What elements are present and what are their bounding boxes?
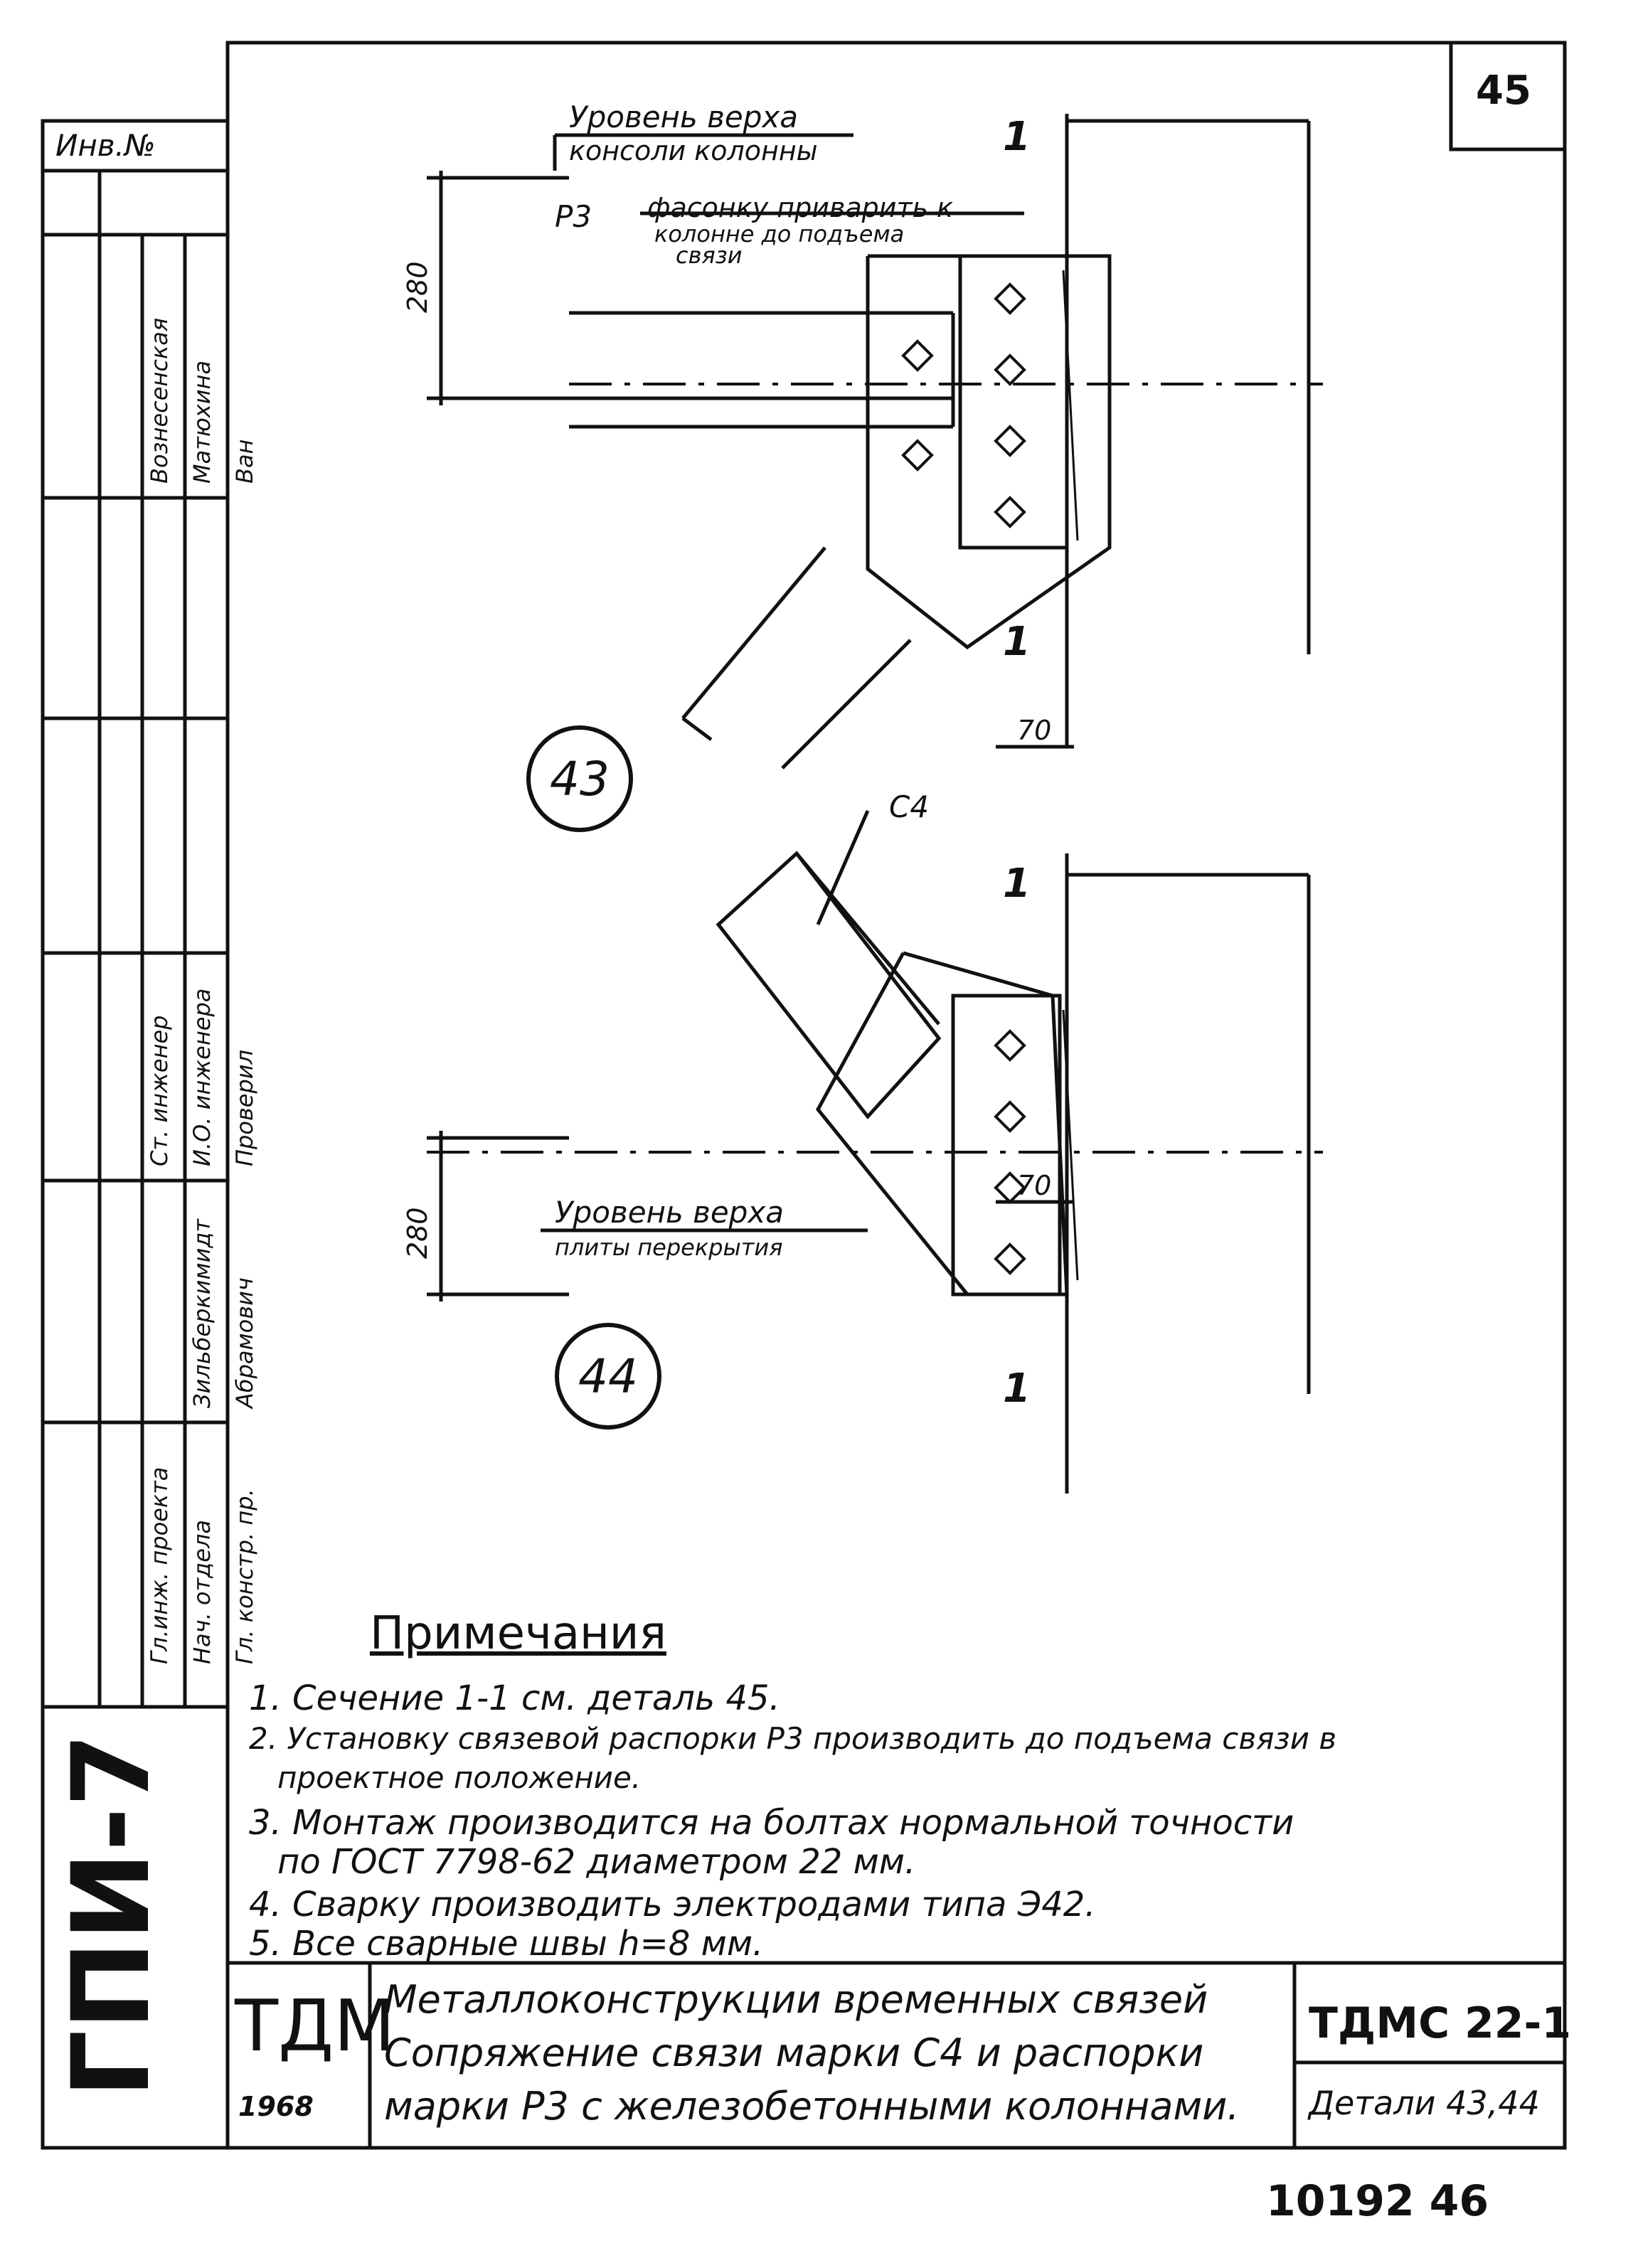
section-mark-3: 1 [1003,861,1031,907]
details-reference: Детали 43,44 [1309,2084,1540,2122]
note-2-continued: проектное положение. [277,1760,642,1795]
note-3: 3. Монтаж производится на болтах нормаль… [249,1803,1294,1843]
archive-number: 10192 46 [1266,2176,1489,2226]
side-stamp-frame [41,119,230,2150]
title-line-1: Металлоконструкции временных связей [384,1977,1208,2022]
title-year: 1968 [238,2091,314,2122]
note-1: 1. Сечение 1-1 см. деталь 45. [249,1678,780,1718]
note-3-continued: по ГОСТ 7798-62 диаметром 22 мм. [277,1842,916,1882]
name-voznesenskaya: Вознесенская [146,317,173,484]
role-chief-designer: Гл. констр. пр. [231,1489,258,1664]
slab-level-label: Уровень верха [555,1195,784,1230]
name-matyukhina: Матюхина [188,360,216,484]
brace-mark-c4: С4 [889,789,930,824]
slab-level-sublabel: плиты перекрытия [555,1234,783,1261]
note-5: 5. Все сварные швы h=8 мм. [249,1924,764,1964]
detail-44-marker: 44 [555,1323,661,1430]
role-department-head: Нач. отдела [188,1519,216,1664]
dimension-280-bottom: 280 [402,1207,433,1259]
dimension-280-top: 280 [402,261,433,313]
name-abramovich: Абрамович [231,1277,258,1408]
detail-43-marker: 43 [526,725,633,832]
section-mark-2: 1 [1003,619,1031,665]
section-mark-4: 1 [1003,1365,1031,1412]
dimension-70-bottom: 70 [1017,1170,1052,1201]
inventory-number-label: Инв.№ [55,128,156,163]
weld-note-line2: колонне до подъема [654,220,905,247]
name-zilberschmidt: Зильберкимидт [188,1218,216,1408]
dimension-70-top: 70 [1017,715,1052,746]
title-line-3: марки Р3 с железобетонными колоннами. [384,2084,1240,2129]
sheet-number: 45 [1476,68,1531,114]
top-level-sublabel: консоли колонны [569,135,818,166]
section-mark-1: 1 [1003,114,1031,160]
note-4: 4. Сварку производить электродами типа Э… [249,1885,1096,1924]
weld-note-line1: фасонку приварить к [647,192,954,223]
sheet-number-box [1449,41,1567,151]
role-checked-by: Проверил [231,1049,258,1166]
role-senior-engineer: Ст. инженер [146,1015,173,1166]
weld-note-line3: связи [676,242,743,269]
stamp-code: ГПИ-7 [50,1732,174,2098]
org-logo: ТДМ [235,1984,395,2067]
notes-title: Примечания [370,1607,666,1660]
role-chief-engineer: Гл.инж. проекта [146,1466,173,1664]
name-van: Ван [231,439,258,484]
role-acting-engineer: И.О. инженера [188,988,216,1166]
strut-mark-p3: Р3 [555,199,592,234]
top-level-label: Уровень верха [569,100,798,134]
title-line-2: Сопряжение связи марки С4 и распорки [384,2030,1204,2075]
document-code: ТДМС 22-1 [1309,1998,1572,2048]
note-2: 2. Установку связевой распорки Р3 произв… [249,1721,1337,1756]
